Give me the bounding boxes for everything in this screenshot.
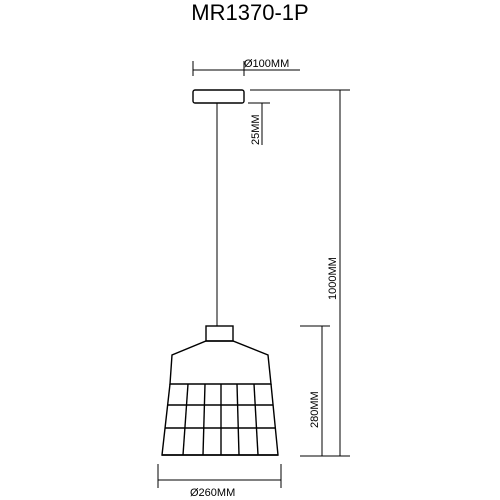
- shade-height-dimension: 280MM: [300, 325, 330, 456]
- shade-diameter-label: Ø260MM: [190, 487, 235, 499]
- shade-diameter-dimension: Ø260MM: [157, 464, 282, 499]
- canopy-height-dimension: 25MM: [248, 102, 270, 145]
- model-title: MR1370-1P: [191, 0, 308, 25]
- canopy-height-label: 25MM: [250, 114, 262, 145]
- lamp-collar: [205, 325, 234, 342]
- overall-height-label: 1000MM: [327, 257, 339, 300]
- canopy-diameter-label: Ø100MM: [244, 58, 289, 70]
- shade-height-label: 280MM: [309, 391, 321, 428]
- ceiling-canopy: [192, 89, 245, 104]
- overall-height-dimension: 1000MM: [250, 89, 350, 457]
- lamp-shade: [161, 340, 279, 456]
- canopy-diameter-dimension: Ø100MM: [192, 58, 300, 76]
